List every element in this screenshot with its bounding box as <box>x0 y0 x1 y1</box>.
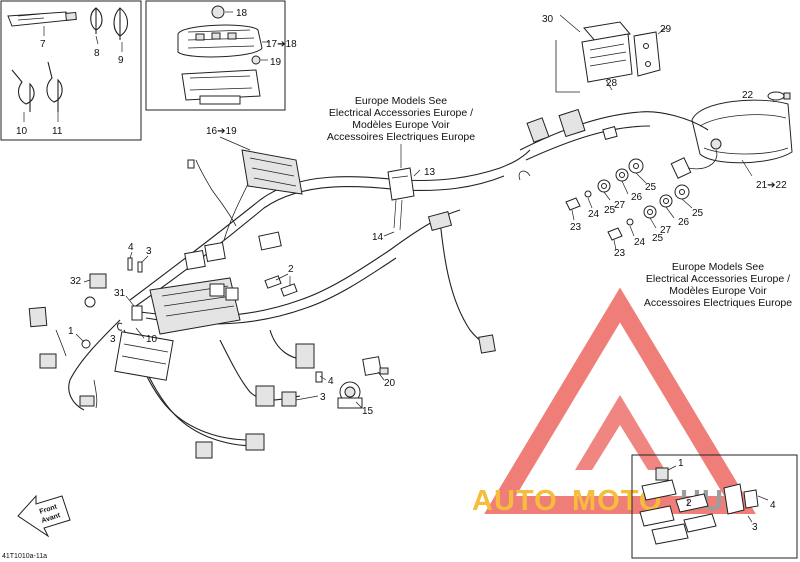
label-25d: 25 <box>652 233 664 244</box>
label-7: 7 <box>40 39 46 50</box>
label-20: 20 <box>384 378 396 389</box>
inset-label-3: 3 <box>752 522 758 533</box>
hardware-set-lower: 25 26 27 25 24 23 <box>607 184 704 259</box>
tools-box-frame <box>0 0 142 141</box>
label-1a: 1 <box>68 326 74 337</box>
label-3c: 3 <box>320 392 326 403</box>
label-18: 18 <box>236 8 248 19</box>
europe-note-top-line4: Accessoires Electriques Europe <box>327 131 475 143</box>
cable-tie-8-icon <box>90 7 103 45</box>
label-32: 32 <box>70 276 82 287</box>
module-box: 18 17➔18 19 <box>145 0 297 111</box>
europe-note-right-line3: Modèles Europe Voir <box>669 285 767 297</box>
label-31: 31 <box>114 288 126 299</box>
label-30: 30 <box>542 14 554 25</box>
europe-note-right-line4: Accessoires Electriques Europe <box>644 297 792 309</box>
label-25a: 25 <box>645 182 657 193</box>
inset-label-1: 1 <box>678 458 684 469</box>
inset-label-4: 4 <box>770 500 776 511</box>
label-15: 15 <box>362 406 374 417</box>
grommet-19-icon <box>251 55 261 65</box>
inset-box-frame <box>631 454 798 559</box>
label-25b: 25 <box>604 205 616 216</box>
label-21-22: 21➔22 <box>756 180 787 191</box>
label-26a: 26 <box>631 192 643 203</box>
europe-note-right: Europe Models See Electrical Accessories… <box>644 261 792 309</box>
inset-box: 1 2 3 4 <box>631 454 798 559</box>
label-17-18: 17➔18 <box>266 39 297 50</box>
hardware-set-upper: 25 26 27 25 24 23 <box>565 158 657 233</box>
label-8: 8 <box>94 48 100 59</box>
label-27b: 27 <box>660 225 672 236</box>
module-cover-icon <box>177 24 263 58</box>
label-27a: 27 <box>614 200 626 211</box>
cable-tie-9-icon <box>113 7 129 52</box>
front-direction-arrow: Front Avant <box>17 494 71 538</box>
watermark-triangle <box>484 287 756 514</box>
drawing-reference: 41T1010a-11a <box>2 553 47 560</box>
label-26b: 26 <box>678 217 690 228</box>
main-labels: 13 14 4 3 2 32 31 3 10 1 4 3 20 15 <box>68 167 436 417</box>
relay-bracket-assembly: 30 29 28 <box>542 14 672 93</box>
watermark-text-auto: AUTO <box>472 485 558 517</box>
label-3a: 3 <box>146 246 152 257</box>
watermark-logo: AUTO MOTO HUB <box>472 287 756 517</box>
inset-label-2: 2 <box>686 498 692 509</box>
cable-tie-11-icon <box>46 61 63 122</box>
label-16-19: 16➔19 <box>206 126 237 137</box>
label-4b: 4 <box>328 376 334 387</box>
label-10: 10 <box>16 126 28 137</box>
label-10b: 10 <box>146 334 158 345</box>
label-11: 11 <box>52 126 63 137</box>
europe-note-top: Europe Models See Electrical Accessories… <box>327 95 475 168</box>
label-22: 22 <box>742 90 754 101</box>
label-23a: 23 <box>570 222 582 233</box>
fuse-holder-15-icon <box>337 381 363 409</box>
europe-note-right-line1: Europe Models See <box>672 261 764 273</box>
module-box-frame <box>145 0 286 111</box>
label-28: 28 <box>606 78 618 89</box>
label-19: 19 <box>270 57 282 68</box>
tools-box: 7 8 9 10 11 <box>0 0 142 141</box>
grommet-18-icon <box>211 5 225 19</box>
label-24b: 24 <box>634 237 646 248</box>
label-4a: 4 <box>128 242 134 253</box>
module-base-icon <box>181 69 261 105</box>
label-14: 14 <box>372 232 384 243</box>
tail-light-assembly: 22 21➔22 <box>691 90 793 191</box>
europe-note-right-line2: Electrical Accessories Europe / <box>646 273 790 285</box>
label-24a: 24 <box>588 209 600 220</box>
europe-note-top-line1: Europe Models See <box>355 95 447 107</box>
cable-tie-10-icon <box>11 69 35 122</box>
label-13: 13 <box>424 167 436 178</box>
label-2a: 2 <box>288 264 294 275</box>
bulb-22-icon <box>767 91 791 101</box>
harness-top-right <box>518 108 718 181</box>
label-29: 29 <box>660 24 672 35</box>
label-9: 9 <box>118 55 124 66</box>
europe-note-top-line2: Electrical Accessories Europe / <box>329 107 473 119</box>
switch-20-icon <box>362 356 389 376</box>
label-23b: 23 <box>614 248 626 259</box>
label-25c: 25 <box>692 208 704 219</box>
europe-note-top-line3: Modèles Europe Voir <box>352 119 450 131</box>
label-3b: 3 <box>110 334 116 345</box>
sealant-tube-icon <box>7 11 77 36</box>
main-harness <box>28 149 531 459</box>
watermark-inner-m <box>575 395 665 470</box>
